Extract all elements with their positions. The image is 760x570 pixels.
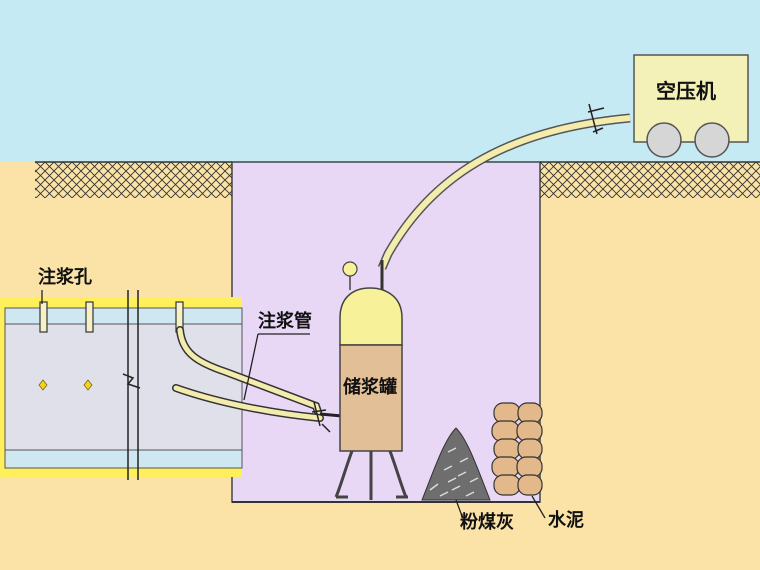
ground-surface-right [540, 161, 760, 198]
marker-diamond [38, 379, 48, 391]
tunnel-section [0, 290, 243, 480]
air-hose [377, 113, 631, 290]
cement-bags [491, 402, 543, 496]
ground-surface-left [35, 161, 232, 198]
grout-hole-label: 注浆孔 [38, 266, 92, 288]
valve-icon [311, 401, 343, 433]
grout-tank [334, 261, 408, 500]
tank-label: 储浆罐 [342, 376, 397, 398]
fly-ash-pile [421, 427, 491, 501]
grout-hole [85, 301, 94, 333]
grout-pipe [176, 326, 322, 416]
grout-hole [39, 301, 48, 333]
cement-label: 水泥 [548, 509, 584, 531]
air-compressor [633, 54, 749, 158]
marker-diamond [83, 379, 93, 391]
fly-ash-label: 粉煤灰 [460, 511, 514, 533]
grout-pipe-label: 注浆管 [258, 310, 312, 332]
grout-pipe-lower [172, 384, 324, 422]
compressor-label: 空压机 [656, 79, 716, 103]
air-valve-icon [587, 103, 605, 135]
